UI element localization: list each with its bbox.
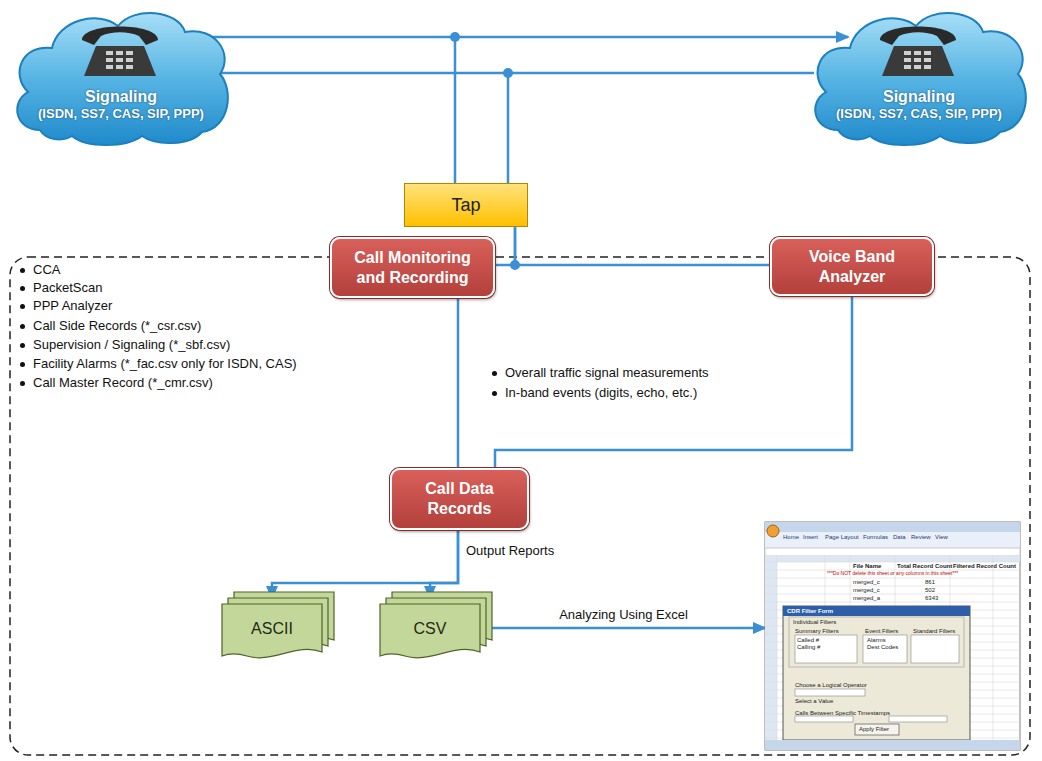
bullet-dot <box>20 286 25 291</box>
screenshot-text: Individual Filters <box>793 619 836 625</box>
screenshot-text: Calling # <box>797 644 820 650</box>
bullet-item: Supervision / Signaling (*_sbf.csv) <box>20 337 230 353</box>
node-text: Call Monitoring and Recording <box>344 248 481 288</box>
screenshot-text: Called # <box>797 637 819 643</box>
screenshot-text: Apply Filter <box>859 726 889 732</box>
node-text: Call Data Records <box>404 479 515 519</box>
screenshot-text: View <box>935 534 948 540</box>
connector-line <box>482 627 765 630</box>
bullet-dot <box>20 324 25 329</box>
screenshot-text: Standard Filters <box>913 628 955 634</box>
bullet-item: Facility Alarms (*_fac.csv only for ISDN… <box>20 356 297 372</box>
excel-screenshot: Home Insert Page Layout Formulas Data Review V… <box>765 522 1020 750</box>
screenshot-text: Choose a Logical Operator <box>795 682 867 688</box>
label-text: Call Master Record (*_cmr.csv) <box>33 375 213 391</box>
annotation: Output Reports <box>466 543 554 559</box>
screenshot-text: Data <box>893 534 906 540</box>
node-text: Voice Band Analyzer <box>784 247 920 287</box>
screenshot-text: 502 <box>925 587 935 593</box>
label-text: In-band events (digits, echo, etc.) <box>505 385 697 401</box>
signaling-cloud: Signaling(ISDN, SS7, CAS, SIP, PPP) <box>10 2 232 144</box>
node-text: Signaling <box>883 88 955 106</box>
bullet-item: PPP Analyzer <box>20 298 112 314</box>
connector-line <box>495 296 852 468</box>
screenshot-text: merged_c <box>853 579 880 585</box>
signaling-cloud: Signaling(ISDN, SS7, CAS, SIP, PPP) <box>808 2 1030 144</box>
bullet-item: Overall traffic signal measurements <box>492 365 709 381</box>
label-text: PacketScan <box>33 280 102 296</box>
screenshot-text: Select a Value <box>795 698 833 704</box>
label-text: PPP Analyzer <box>33 298 112 314</box>
connector-line <box>515 227 770 265</box>
screenshot-text: merged_a <box>853 595 880 601</box>
screenshot-text: ***Do NOT delete this sheet or any colum… <box>827 571 958 576</box>
bullet-item: Call Side Records (*_csr.csv) <box>20 318 201 334</box>
tap-wire <box>454 37 457 183</box>
process-box: Voice Band Analyzer <box>770 237 934 296</box>
bullet-dot <box>20 362 25 367</box>
report-document: ASCII <box>222 592 334 662</box>
screenshot-text: Summary Filters <box>795 628 839 634</box>
node-text: (ISDN, SS7, CAS, SIP, PPP) <box>836 106 1002 122</box>
label-text: Facility Alarms (*_fac.csv only for ISDN… <box>33 356 297 372</box>
bullet-item: CCA <box>20 262 60 278</box>
screenshot-text: Formulas <box>863 534 888 540</box>
screenshot-text: Event Filters <box>865 628 898 634</box>
bullet-dot <box>492 371 497 376</box>
report-document: CSV <box>380 592 492 662</box>
bullet-dot <box>20 343 25 348</box>
bullet-dot <box>20 304 25 309</box>
process-box: Call Data Records <box>390 468 529 530</box>
label-text: Call Side Records (*_csr.csv) <box>33 318 201 334</box>
screenshot-text: Filtered Record Count <box>953 563 1016 569</box>
node-text: Signaling <box>85 88 157 106</box>
label-text: Overall traffic signal measurements <box>505 365 709 381</box>
screenshot-text: Dest Codes <box>867 644 898 650</box>
screenshot-text: Page Layout <box>825 534 859 540</box>
screenshot-text: Total Record Count <box>897 563 952 569</box>
bullet-dot <box>492 391 497 396</box>
bullet-dot <box>20 268 25 273</box>
connector-line <box>430 530 458 598</box>
tap-wire <box>507 73 510 183</box>
connector-line <box>457 298 460 468</box>
screenshot-text: merged_c <box>853 587 880 593</box>
system-boundary <box>10 257 1030 755</box>
bullet-dot <box>20 381 25 386</box>
cloud-outline <box>10 2 232 144</box>
screenshot-text: File Name <box>853 563 881 569</box>
label-text: CCA <box>33 262 60 278</box>
screenshot-text: Home <box>783 534 799 540</box>
edge-label: Analyzing Using Excel <box>557 607 690 623</box>
node-text: CSV <box>414 620 447 638</box>
node-text: (ISDN, SS7, CAS, SIP, PPP) <box>38 106 204 122</box>
node-text: ASCII <box>251 620 293 638</box>
screenshot-text: 861 <box>925 579 935 585</box>
tap-box: Tap <box>404 183 528 227</box>
junction-dot <box>510 260 520 270</box>
connector-line <box>272 530 458 598</box>
junction-dot <box>450 32 460 42</box>
label-text: Supervision / Signaling (*_sbf.csv) <box>33 337 230 353</box>
screenshot-text: Alarms <box>867 637 886 643</box>
cloud-outline <box>808 2 1030 144</box>
label-text: Output Reports <box>466 543 554 559</box>
screenshot-text: Calls Between Specific Timestamps <box>795 710 890 716</box>
screenshot-text: CDR Filter Form <box>787 608 833 614</box>
bullet-item: PacketScan <box>20 280 102 296</box>
connector-line <box>208 36 848 39</box>
process-box: Call Monitoring and Recording <box>330 237 495 298</box>
connector-line <box>495 227 515 265</box>
bullet-item: Call Master Record (*_cmr.csv) <box>20 375 213 391</box>
screenshot-text: 6343 <box>925 595 938 601</box>
junction-dot <box>503 68 513 78</box>
connector-line <box>220 72 814 75</box>
screenshot-text: Insert <box>803 534 818 540</box>
screenshot-text: Review <box>911 534 931 540</box>
node-text: Tap <box>451 195 480 216</box>
bullet-item: In-band events (digits, echo, etc.) <box>492 385 697 401</box>
